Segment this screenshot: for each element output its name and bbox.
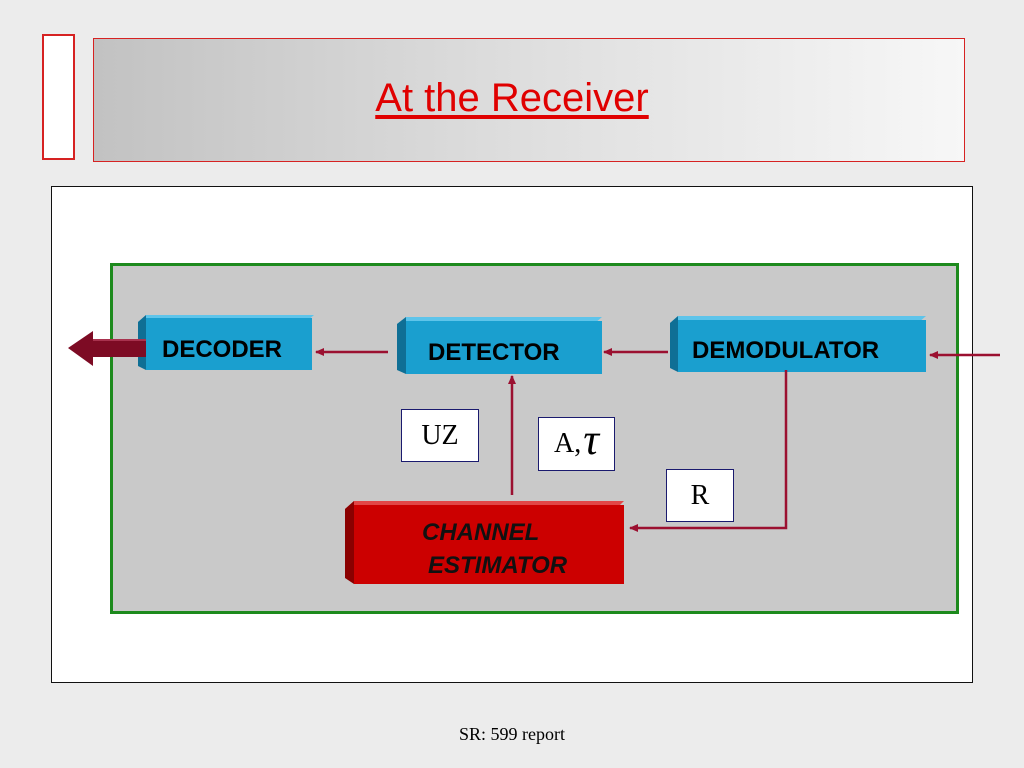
tau-label: τ	[583, 415, 599, 464]
a-tau-variable-box: A,τ	[538, 417, 615, 471]
r-variable-box: R	[666, 469, 734, 522]
title-side-accent	[42, 34, 75, 160]
output-arrow-icon	[68, 331, 146, 366]
decoder-block	[138, 315, 314, 370]
demodulator-block	[670, 316, 926, 372]
decoder-label: DECODER	[162, 336, 283, 363]
slide-footer: SR: 599 report	[459, 724, 565, 744]
detector-block	[397, 317, 602, 374]
channel-estimator-label-line2: ESTIMATOR	[428, 552, 568, 579]
r-label: R	[690, 479, 710, 511]
channel-estimator-label-line1: CHANNEL	[422, 519, 540, 546]
uz-label: UZ	[421, 419, 459, 451]
title-banner	[93, 38, 965, 162]
demod-to-estimator-arrow	[629, 370, 788, 532]
channel-estimator-block	[345, 501, 624, 584]
demodulator-label: DEMODULATOR	[692, 337, 880, 364]
uz-variable-box: UZ	[401, 409, 479, 462]
a-label: A,	[554, 428, 582, 459]
detector-label: DETECTOR	[428, 339, 560, 366]
slide-title: At the Receiver	[375, 76, 649, 120]
